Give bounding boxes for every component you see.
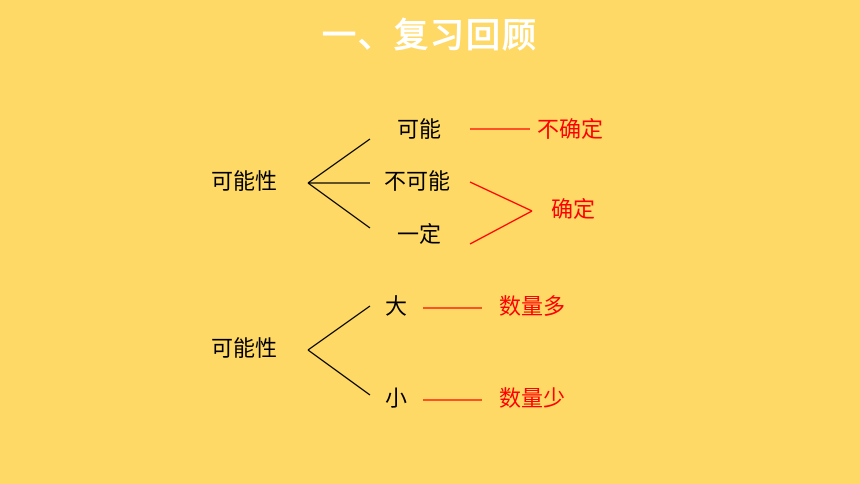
tree2-line-to-big [307,305,371,351]
result-more-label: 数量多 [499,295,566,320]
tree2-line-to-small [307,349,371,396]
result-uncertain-label: 不确定 [537,118,604,143]
tree2-root-label: 可能性 [211,337,278,362]
branch-small-label: 小 [385,387,408,412]
branch-impossible-label: 不可能 [384,170,451,195]
result-less-label: 数量少 [499,387,566,412]
branch-definite-label: 一定 [397,223,442,248]
line-impossible-to-certain [469,181,533,212]
slide-title: 一、复习回顾 [322,16,538,56]
tree1-root-label: 可能性 [211,170,278,195]
branch-possible-label: 可能 [397,118,442,143]
tree1-line-to-possible [307,138,371,184]
result-certain-label: 确定 [551,198,596,223]
line-definite-to-certain [469,210,533,245]
tree1-line-to-certain [307,182,371,229]
branch-big-label: 大 [385,295,408,320]
